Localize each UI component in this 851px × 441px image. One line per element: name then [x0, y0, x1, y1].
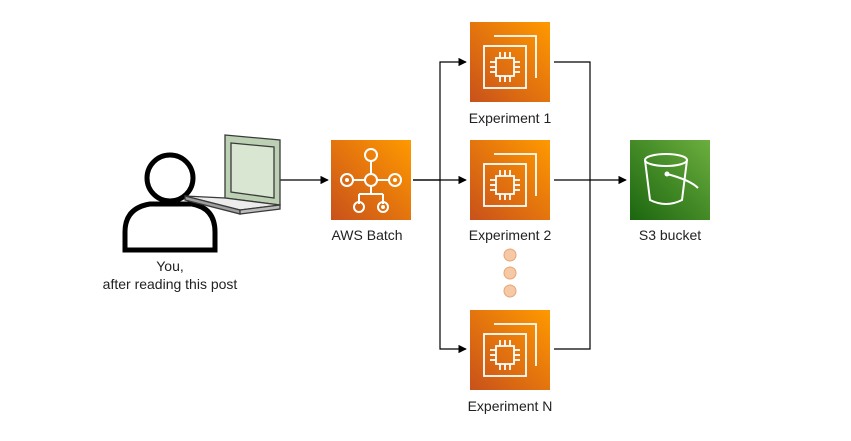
aws-batch-icon — [331, 140, 411, 220]
laptop-icon — [184, 134, 281, 215]
edge-batch-to-expn — [439, 180, 467, 354]
experiment-1-label: Experiment 1 — [468, 110, 552, 126]
edges — [280, 57, 627, 354]
experiment-2-label: Experiment 2 — [468, 227, 552, 243]
user-label-line1: You, — [156, 258, 184, 274]
ec2-icon-experiment-n — [470, 310, 550, 390]
edge-exp1-to-s3 — [554, 61, 591, 180]
user-label-line2: after reading this post — [102, 276, 238, 292]
ec2-icon-experiment-1 — [470, 22, 550, 102]
ellipsis-dots — [503, 248, 517, 298]
ec2-icon-experiment-2 — [470, 140, 550, 220]
s3-bucket-label: S3 bucket — [638, 227, 702, 243]
experiment-n-label: Experiment N — [467, 398, 553, 414]
s3-bucket-icon — [630, 140, 710, 220]
aws-batch-label: AWS Batch — [331, 227, 403, 243]
edge-expn-to-s3 — [554, 180, 591, 350]
user-icon — [122, 152, 218, 253]
